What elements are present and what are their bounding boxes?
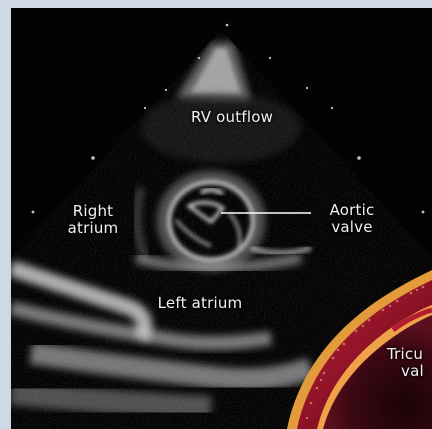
aortic-valve-label: Aortic valve [319, 202, 385, 236]
right-atrium-label: Right atrium [45, 203, 141, 237]
rv-outflow-label: RV outflow [177, 109, 287, 126]
echocardiogram-image: RV outflow Right atrium Aortic valve Lef… [11, 8, 432, 429]
tricuspid-valve-label: Tricu val [387, 346, 432, 380]
left-atrium-label: Left atrium [135, 295, 265, 312]
